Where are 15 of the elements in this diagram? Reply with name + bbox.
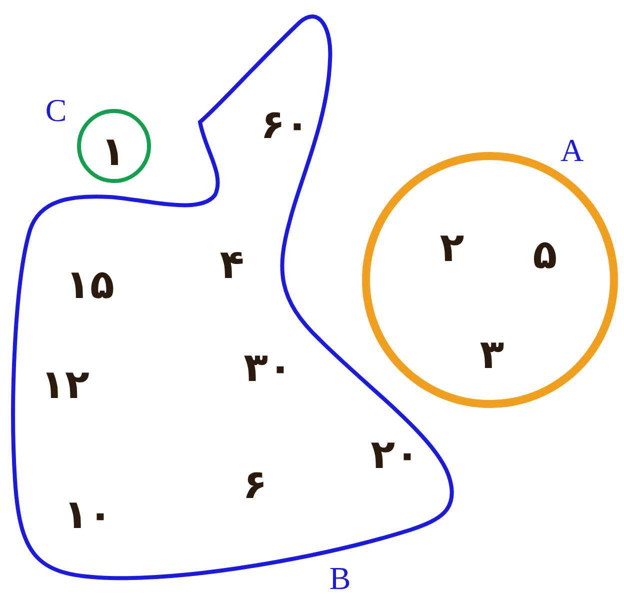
set-element-number: ۱۲ (40, 365, 90, 405)
set-label: B (329, 562, 351, 594)
set-element-number: ۶۰ (260, 105, 310, 145)
set-element-number: ۱ (100, 132, 126, 172)
set-element-number: ۱۰ (64, 495, 112, 535)
set-element-number: ۳ (480, 335, 504, 375)
set-element-number: ۳۰ (244, 348, 292, 388)
set-element-number: ۲ (440, 228, 464, 268)
set-element-number: ۵ (532, 235, 558, 275)
set-label: C (45, 94, 67, 126)
set-element-number: ۴ (220, 245, 244, 285)
set-label: A (560, 134, 584, 166)
set-element-number: ۶ (242, 465, 268, 505)
set-element-number: ۲۰ (370, 435, 420, 475)
set-element-number: ۱۵ (66, 265, 114, 305)
